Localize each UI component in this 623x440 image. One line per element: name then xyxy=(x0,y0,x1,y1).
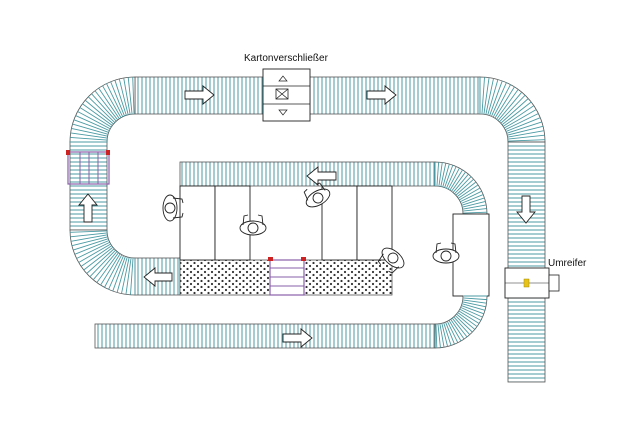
transfer-unit-left xyxy=(66,150,110,185)
bend-rollers xyxy=(70,77,545,348)
carton-closer-machine xyxy=(262,68,311,122)
right-exit-conveyor xyxy=(507,141,546,383)
transfer-unit-center xyxy=(268,257,306,296)
worker-icon xyxy=(432,242,460,264)
workers xyxy=(162,182,460,274)
flow-arrow-icon xyxy=(282,328,313,348)
flow-arrow-icon xyxy=(306,166,337,186)
flow-arrow-icon xyxy=(516,195,536,224)
strapping-machine xyxy=(504,267,560,299)
worker-icon xyxy=(377,247,405,274)
worker-icon xyxy=(303,182,331,208)
flow-arrow-icon xyxy=(143,267,173,287)
inner-loop-conveyor xyxy=(94,161,488,349)
flow-arrow-icon xyxy=(366,85,397,105)
strapping-machine-label: Umreifer xyxy=(548,258,587,269)
worker-icon xyxy=(162,194,184,222)
return-conveyor-left xyxy=(134,257,181,296)
inner-top-conveyor xyxy=(179,161,436,187)
flow-arrow-icon xyxy=(184,85,215,105)
bottom-conveyor xyxy=(94,323,436,349)
carton-closer-label: Kartonverschließer xyxy=(244,53,328,64)
work-table-1 xyxy=(179,185,216,261)
flow-arrows xyxy=(78,85,536,348)
worker-icon xyxy=(239,214,267,236)
flow-arrow-icon xyxy=(78,193,98,223)
